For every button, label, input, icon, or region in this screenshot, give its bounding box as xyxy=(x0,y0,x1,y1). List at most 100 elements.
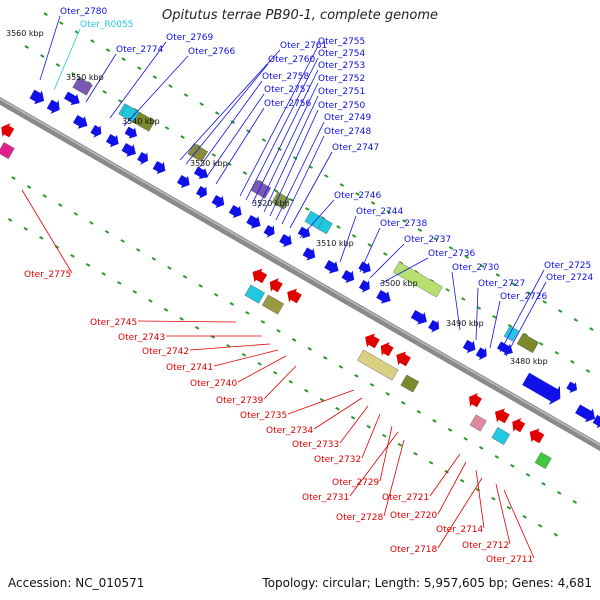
tick-mark xyxy=(428,460,434,465)
label-connector xyxy=(287,389,355,415)
label-connector xyxy=(213,349,279,367)
gene-label-forward: Oter_2756 xyxy=(264,99,312,109)
label-connector xyxy=(429,453,461,497)
tick-mark xyxy=(553,532,559,537)
label-connector xyxy=(359,227,381,273)
gene-label-reverse: Oter_2721 xyxy=(382,493,429,503)
forward-gene-arrow xyxy=(302,247,316,261)
tick-mark xyxy=(55,63,61,67)
kbp-tick-label: 3480 kbp xyxy=(510,357,548,366)
kbp-tick-label: 3540 kbp xyxy=(122,117,160,126)
label-connector xyxy=(505,281,547,357)
tick-mark xyxy=(90,39,95,43)
forward-gene-arrow xyxy=(193,166,208,180)
gene-label-forward: Oter_2755 xyxy=(318,37,365,47)
gene-label-forward: Oter_2766 xyxy=(188,47,236,57)
label-connector xyxy=(299,199,335,239)
tick-mark xyxy=(272,370,278,375)
tick-mark xyxy=(180,135,185,139)
tick-mark xyxy=(397,442,403,447)
forward-gene-arrow xyxy=(376,290,391,304)
tick-mark xyxy=(433,237,438,241)
tick-mark xyxy=(211,153,217,157)
gene-label-forward: Oter_2738 xyxy=(380,219,428,229)
tick-mark xyxy=(23,226,28,231)
gene-label-reverse: Oter_2735 xyxy=(240,411,287,421)
tick-mark xyxy=(257,361,262,366)
label-connector xyxy=(339,405,369,444)
gene-label-forward: Oter_R0055 xyxy=(80,20,134,30)
label-connector xyxy=(495,483,511,545)
tick-mark xyxy=(167,266,172,270)
tick-mark xyxy=(445,288,450,292)
tick-mark xyxy=(385,392,390,396)
forward-gene-arrow xyxy=(410,310,427,325)
tick-mark xyxy=(117,280,122,285)
forward-gene-arrow xyxy=(263,225,275,238)
tick-mark xyxy=(416,410,422,414)
gene-label-forward: Oter_2726 xyxy=(500,292,548,302)
forward-gene-arrow xyxy=(575,404,595,423)
tick-mark xyxy=(213,293,219,297)
tick-mark xyxy=(354,374,359,378)
reverse-gene-arrow xyxy=(380,342,394,357)
kbp-tick-label: 3520 kbp xyxy=(252,199,290,208)
forward-gene-arrow xyxy=(121,143,136,157)
gene-label-forward: Oter_2746 xyxy=(334,191,382,201)
label-connector xyxy=(85,53,117,103)
label-connector xyxy=(185,63,269,165)
gene-label-reverse: Oter_2731 xyxy=(302,493,349,503)
forward-gene-arrow xyxy=(64,91,80,106)
tick-mark xyxy=(339,183,345,187)
label-connector xyxy=(21,189,73,274)
forward-gene-arrow xyxy=(324,260,339,274)
label-connector xyxy=(379,425,393,482)
gene-function-box xyxy=(133,111,156,132)
label-connector xyxy=(251,69,319,205)
gene-function-box xyxy=(261,294,285,315)
tick-mark xyxy=(304,388,309,393)
forward-gene-arrow xyxy=(137,152,148,165)
tick-mark xyxy=(105,48,111,52)
tick-mark xyxy=(495,273,501,277)
tick-mark xyxy=(58,203,63,207)
tick-mark xyxy=(413,451,418,456)
tick-mark xyxy=(307,347,312,351)
tick-mark xyxy=(164,126,170,130)
gene-function-box xyxy=(0,142,15,160)
gene-function-box xyxy=(392,261,443,298)
map-title: Opitutus terrae PB90-1, complete genome xyxy=(161,8,439,23)
label-connector xyxy=(137,320,237,323)
forward-gene-arrow xyxy=(462,339,476,354)
tick-mark xyxy=(288,379,293,384)
tick-mark xyxy=(89,221,94,225)
gene-label-reverse: Oter_2712 xyxy=(462,541,509,551)
tick-mark xyxy=(42,194,47,198)
forward-gene-arrow xyxy=(73,115,88,129)
reverse-gene-arrow xyxy=(1,123,15,138)
gene-label-reverse: Oter_2739 xyxy=(216,396,264,406)
forward-gene-arrow xyxy=(46,99,60,114)
tick-mark xyxy=(383,252,388,256)
tick-mark xyxy=(370,201,376,205)
kbp-tick-label: 3490 kbp xyxy=(446,319,484,328)
label-connector xyxy=(289,151,333,229)
tick-mark xyxy=(491,496,496,501)
gene-label-forward: Oter_2736 xyxy=(428,249,476,259)
tick-mark xyxy=(59,21,64,25)
tick-mark xyxy=(401,401,406,405)
label-connector xyxy=(379,257,429,285)
gene-label-reverse: Oter_2740 xyxy=(190,379,238,389)
tick-mark xyxy=(102,90,107,94)
reverse-gene-arrow xyxy=(512,418,526,433)
gene-label-forward: Oter_2727 xyxy=(478,279,525,289)
gene-function-box xyxy=(469,414,487,432)
forward-gene-arrow xyxy=(106,134,119,148)
gene-function-box xyxy=(72,76,93,96)
tick-mark xyxy=(11,176,16,180)
tick-mark xyxy=(336,225,341,229)
label-connector xyxy=(499,269,545,353)
forward-gene-arrow xyxy=(428,320,440,333)
label-connector xyxy=(245,57,319,201)
gene-label-forward: Oter_2758 xyxy=(262,72,310,82)
